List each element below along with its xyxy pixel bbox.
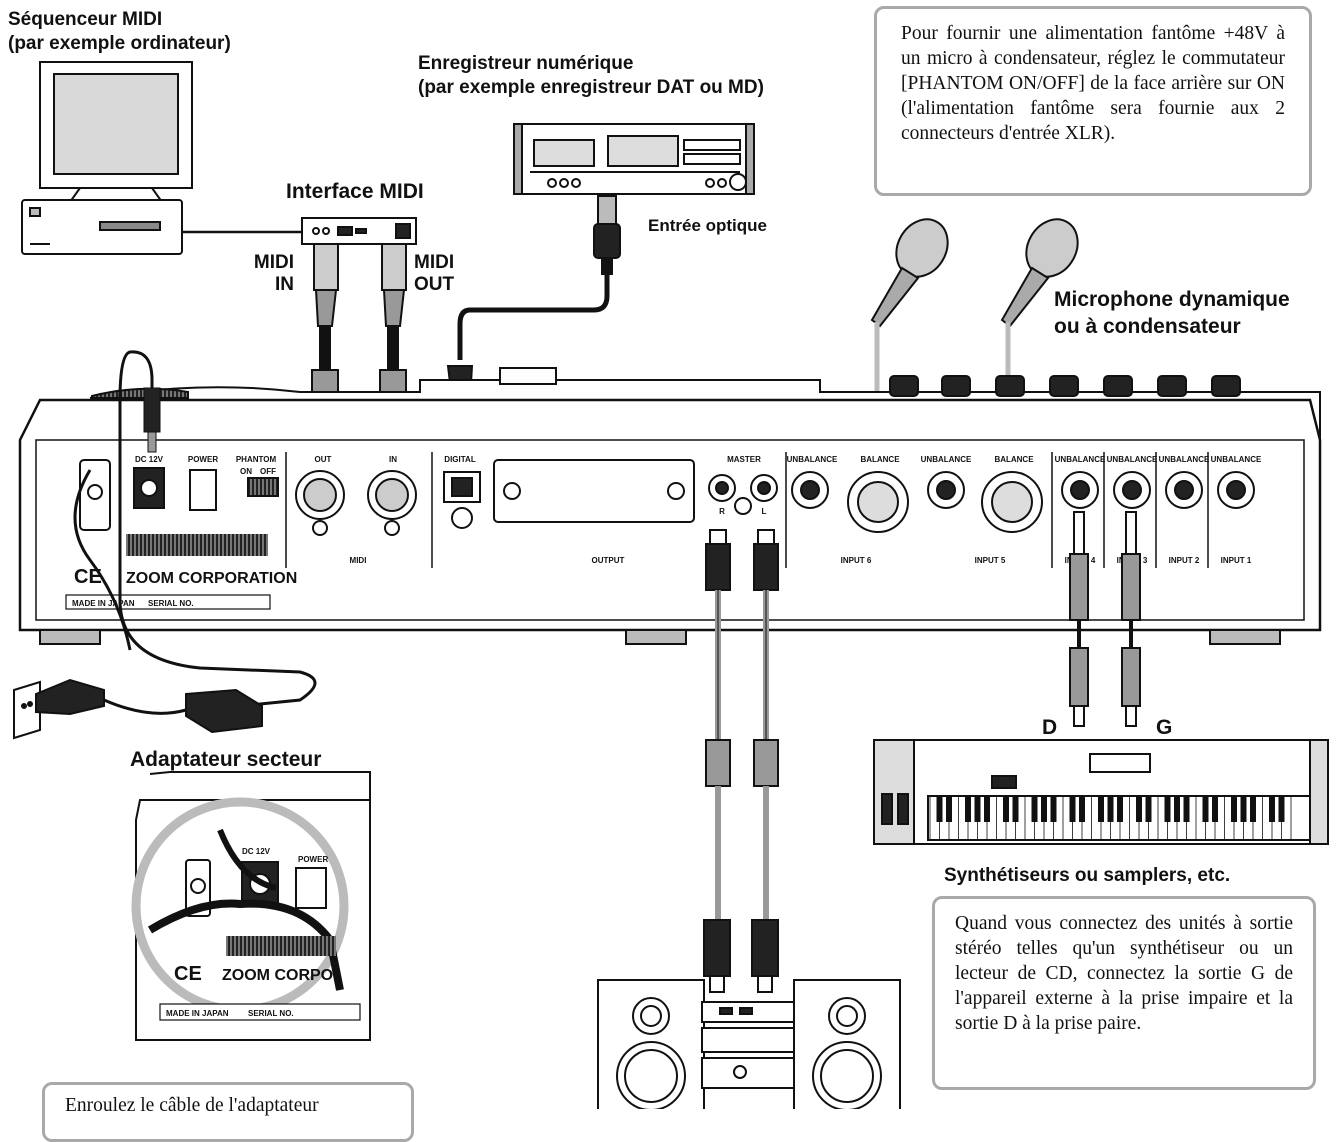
optical-input-label: Entrée optique xyxy=(648,216,768,235)
computer xyxy=(21,61,193,255)
inset-ce-mark: CE xyxy=(174,963,202,985)
inset-dc-label: DC 12V xyxy=(242,847,271,856)
microphone-label-line-1: Microphone dynamique xyxy=(1054,288,1290,311)
panel-brand: ZOOM CORPORATION xyxy=(126,570,297,587)
panel-unbalance-4: UNBALANCE xyxy=(1055,455,1106,464)
speakers xyxy=(597,979,901,1109)
sequencer-label-line-2: (par exemple ordinateur) xyxy=(8,33,231,54)
synthesizer xyxy=(873,739,1329,845)
recorder-label: Enregistreur numérique (par exemple enre… xyxy=(418,52,764,100)
synth-cables xyxy=(1069,511,1141,727)
inset-brand: ZOOM CORPO xyxy=(222,967,333,984)
midi-out-label-line-1: MIDI xyxy=(414,252,455,273)
panel-l-label: L xyxy=(762,507,767,516)
stereo-note: Quand vous connectez des unités à sortie… xyxy=(932,896,1316,1090)
inset-made-in: MADE IN JAPAN xyxy=(166,1009,229,1018)
microphone-label-line-2: ou à condensateur xyxy=(1054,315,1241,338)
midi-out-label-line-2: OUT xyxy=(414,274,455,295)
inset-detail xyxy=(131,771,371,1041)
power-cable xyxy=(73,350,317,708)
adapter-label: Adaptateur secteur xyxy=(130,748,322,771)
panel-made-in: MADE IN JAPAN xyxy=(72,599,135,608)
sequencer-label-line-1: Séquenceur MIDI xyxy=(8,9,163,30)
panel-balance-6: BALANCE xyxy=(860,455,900,464)
right-channel-label: D xyxy=(1042,716,1058,739)
panel-in-label: IN xyxy=(389,455,397,464)
panel-ce-mark: CE xyxy=(74,566,102,588)
panel-out-label: OUT xyxy=(315,455,332,464)
panel-input6-label: INPUT 6 xyxy=(841,556,872,565)
panel-input5-label: INPUT 5 xyxy=(975,556,1006,565)
panel-off-label: OFF xyxy=(260,467,276,476)
sequencer-label: Séquenceur MIDI (par exemple ordinateur) xyxy=(8,8,231,56)
panel-digital-label: DIGITAL xyxy=(444,455,476,464)
microphone-label: Microphone dynamique ou à condensateur xyxy=(1054,286,1290,340)
panel-unbalance-1: UNBALANCE xyxy=(1211,455,1262,464)
panel-input1-label: INPUT 1 xyxy=(1221,556,1252,565)
midi-out-label: MIDI OUT xyxy=(414,252,454,296)
midi-interface-label: Interface MIDI xyxy=(286,180,424,203)
panel-unbalance-3: UNBALANCE xyxy=(1107,455,1158,464)
panel-serial: SERIAL NO. xyxy=(148,599,194,608)
recorder-label-line-2: (par exemple enregistreur DAT ou MD) xyxy=(418,77,764,98)
panel-phantom-label: PHANTOM xyxy=(236,455,277,464)
keyboard-keys xyxy=(929,796,1292,840)
panel-unbalance-5: UNBALANCE xyxy=(921,455,972,464)
digital-recorder xyxy=(513,123,755,195)
synth-label: Synthétiseurs ou samplers, etc. xyxy=(944,865,1231,886)
panel-midi-label: MIDI xyxy=(350,556,367,565)
connection-diagram: DC 12V POWER PHANTOM ON OFF OUT IN MIDI … xyxy=(13,61,1329,1109)
ac-adapter xyxy=(13,678,263,740)
midi-in-label-line-2: IN xyxy=(275,274,294,295)
left-channel-label: G xyxy=(1156,716,1173,739)
midi-interface xyxy=(182,217,417,245)
panel-unbalance-2: UNBALANCE xyxy=(1159,455,1210,464)
panel-balance-5: BALANCE xyxy=(994,455,1034,464)
panel-power-label: POWER xyxy=(188,455,218,464)
panel-on-label: ON xyxy=(240,467,252,476)
panel-output-label: OUTPUT xyxy=(592,556,625,565)
mixer-rear-panel xyxy=(18,367,1322,645)
midi-in-label-line-1: MIDI xyxy=(253,252,294,273)
recorder-label-line-1: Enregistreur numérique xyxy=(418,53,634,74)
master-cables xyxy=(703,529,779,993)
midi-in-label: MIDI IN xyxy=(250,252,294,296)
inset-power-label: POWER xyxy=(298,855,328,864)
panel-dc-label: DC 12V xyxy=(135,455,164,464)
panel-input2-label: INPUT 2 xyxy=(1169,556,1200,565)
inset-serial: SERIAL NO. xyxy=(248,1009,294,1018)
cable-note: Enroulez le câble de l'adaptateur xyxy=(42,1082,414,1142)
phantom-note: Pour fournir une alimentation fantôme +4… xyxy=(874,6,1312,196)
panel-r-label: R xyxy=(719,507,725,516)
panel-master-label: MASTER xyxy=(727,455,761,464)
panel-unbalance-6: UNBALANCE xyxy=(787,455,838,464)
